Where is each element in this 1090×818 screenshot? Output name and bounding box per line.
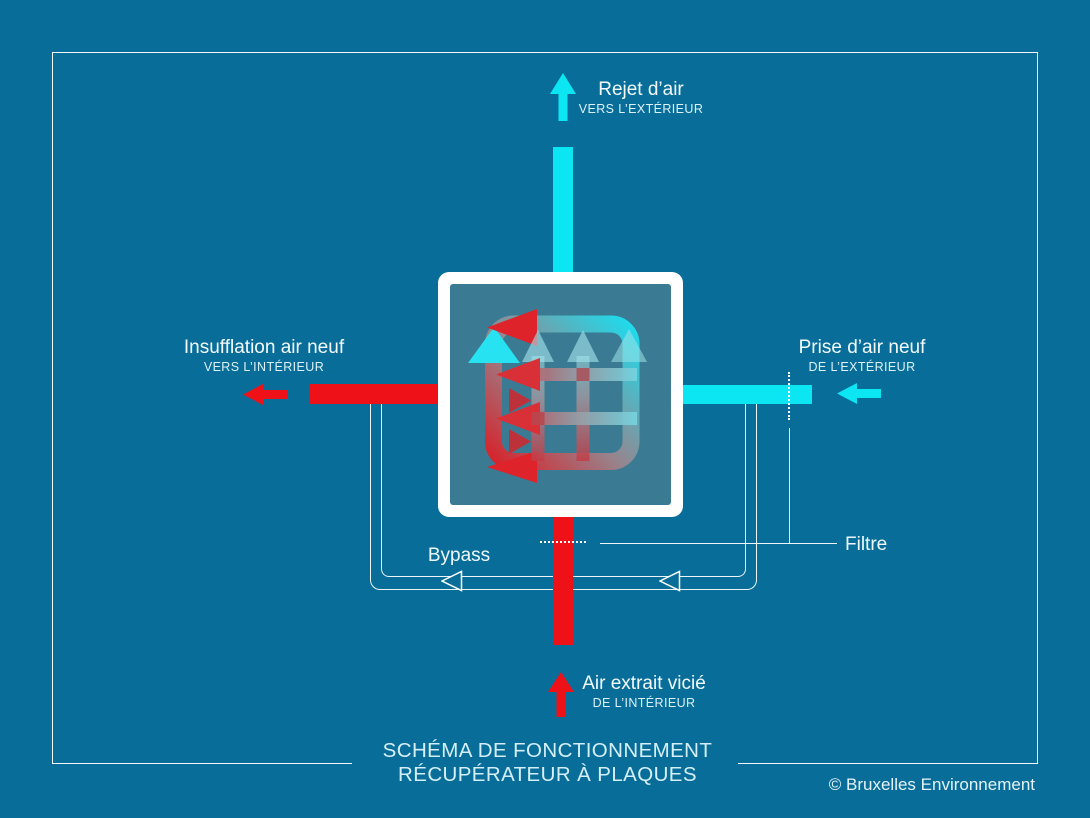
label-extract-main: Air extrait vicié <box>582 673 706 694</box>
label-intake-sub: DE L’EXTÉRIEUR <box>808 360 916 374</box>
exhaust-duct <box>553 147 573 273</box>
diagram-title-line2: RÉCUPÉRATEUR À PLAQUES <box>398 762 697 786</box>
border-frame-bottom-right <box>738 763 1038 764</box>
left-arrow-icon <box>837 383 881 404</box>
filter-connector-horizontal-line <box>600 543 837 544</box>
label-bypass: Bypass <box>427 545 491 566</box>
up-arrow-icon <box>548 672 574 717</box>
filter-marker-intake-duct <box>788 372 790 420</box>
heat-exchanger-illustration <box>468 309 647 483</box>
label-supply-air: Insufflation air neuf VERS L’INTÉRIEUR <box>154 336 374 375</box>
label-extract-air: Air extrait vicié DE L’INTÉRIEUR <box>534 672 754 711</box>
label-exhaust-air: Rejet d’air VERS L’EXTÉRIEUR <box>531 78 751 117</box>
extract-duct <box>553 516 573 645</box>
bypass-direction-icon <box>659 570 681 592</box>
label-extract-sub: DE L’INTÉRIEUR <box>592 696 696 710</box>
intake-duct <box>682 385 812 404</box>
supply-duct <box>310 384 439 404</box>
label-filter: Filtre <box>845 534 888 555</box>
filter-marker-extract-duct <box>540 541 586 543</box>
up-arrow-icon <box>550 73 576 121</box>
filter-connector-vertical-line <box>789 428 790 544</box>
label-supply-sub: VERS L’INTÉRIEUR <box>203 360 325 374</box>
label-intake-air: Prise d’air neuf DE L’EXTÉRIEUR <box>752 336 972 375</box>
bypass-direction-icon <box>441 570 463 592</box>
diagram-title-line1: SCHÉMA DE FONCTIONNEMENT <box>382 739 713 762</box>
left-arrow-icon <box>243 384 287 405</box>
border-frame-bottom-left <box>52 763 352 764</box>
diagram-title: SCHÉMA DE FONCTIONNEMENT RÉCUPÉRATEUR À … <box>295 739 800 786</box>
copyright-credit: © Bruxelles Environnement <box>828 775 1035 794</box>
label-exhaust-main: Rejet d’air <box>598 79 684 100</box>
label-supply-main: Insufflation air neuf <box>183 337 345 358</box>
label-exhaust-sub: VERS L’EXTÉRIEUR <box>578 102 704 116</box>
label-intake-main: Prise d’air neuf <box>798 337 926 358</box>
border-frame <box>52 52 1038 764</box>
